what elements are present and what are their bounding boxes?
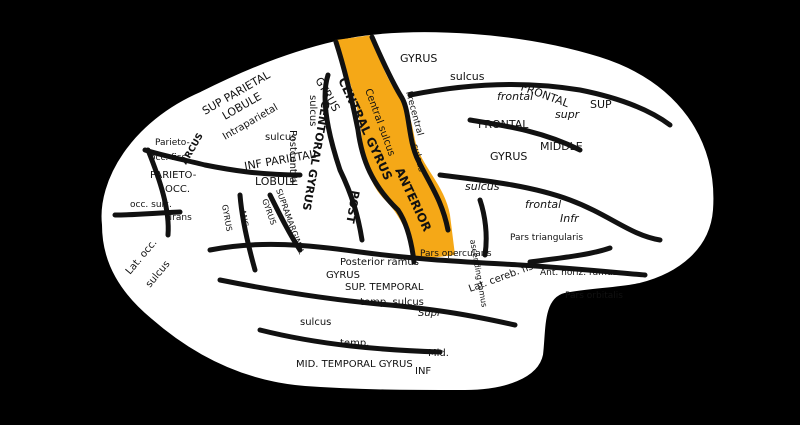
supramarginal-line xyxy=(267,192,303,253)
label-occ-sulc: occ. sulc. xyxy=(130,200,172,210)
label-parieto-occ: PARIETO- xyxy=(150,170,197,181)
label-occ-fiss: occ. fiss. xyxy=(150,153,189,163)
precentral-gyrus-highlight xyxy=(336,35,455,260)
precentral-boundary-line xyxy=(333,39,417,265)
middle-temporal-sulcus-line xyxy=(257,327,443,355)
ascending-ramus-line xyxy=(477,197,489,258)
lateral-fissure-line xyxy=(207,241,648,278)
angular-line xyxy=(237,192,258,273)
parieto-occipital-line xyxy=(145,147,171,238)
label-middle: MIDDLE xyxy=(540,140,583,153)
horizontal-ramus-line xyxy=(527,245,613,265)
label-sulcus-upper: sulcus xyxy=(450,70,485,83)
label-frontal-inf: frontal xyxy=(525,198,561,211)
sulci-lines xyxy=(112,34,673,355)
label-lobule-inf: LOBULE xyxy=(255,175,298,188)
postcentral-sulcus-line xyxy=(322,72,365,243)
middle-frontal-line xyxy=(467,117,583,153)
label-supr-right: supr xyxy=(555,108,581,121)
label-sulcus-ip: sulcus xyxy=(265,132,296,143)
label-pars-opercularis: Pars opercularis xyxy=(420,249,492,259)
label-sup-temporal: SUP. TEMPORAL xyxy=(345,282,424,293)
intraparietal-sulcus-line xyxy=(142,147,303,178)
label-sup-right: SUP xyxy=(590,98,612,111)
central-sulcus-line xyxy=(369,34,451,233)
label-frontal-mid: FRONTAL xyxy=(478,118,529,131)
label-ant-horiz-ramus: Ant. horiz. ramus xyxy=(540,268,618,278)
superior-frontal-sulcus-line xyxy=(407,82,673,128)
label-sulcus-post: sulcus xyxy=(307,95,318,126)
label-pars-triangularis: Pars triangularis xyxy=(510,233,583,243)
inferior-frontal-sulcus-line xyxy=(437,172,663,243)
label-infr: Infr xyxy=(560,212,580,225)
label-gyrus-temp: GYRUS xyxy=(326,270,360,281)
label-frontal-lower: frontal xyxy=(497,90,533,103)
label-sulcus-mid-temp: sulcus xyxy=(300,317,331,328)
transverse-occipital-line xyxy=(112,209,183,218)
label-ang: ANG. xyxy=(238,209,250,230)
label-post: POST xyxy=(343,189,362,224)
label-inf: INF xyxy=(415,366,431,377)
label-parieto: Parieto- xyxy=(155,138,190,148)
label-supr-temp: Supr xyxy=(418,308,442,319)
label-pars-orbitalis: Pars orbitalis xyxy=(565,291,623,301)
label-temp-sulcus: temp. sulcus xyxy=(360,297,424,308)
label-occ: OCC. xyxy=(165,184,190,195)
superior-temporal-sulcus-line xyxy=(217,277,518,328)
label-gyrus-mid: GYRUS xyxy=(490,150,527,163)
label-posterior-ramus: Posterior ramus xyxy=(340,257,419,268)
label-temp-mid: temp. xyxy=(340,338,369,349)
label-gyrus-top: GYRUS xyxy=(400,52,437,65)
label-mid-temporal: MID. TEMPORAL GYRUS xyxy=(296,359,413,370)
label-mid: Mid. xyxy=(428,348,449,359)
label-postcentral: Postcentral xyxy=(287,130,298,186)
label-sulcus-mid: sulcus xyxy=(465,180,500,193)
label-trans: Trans xyxy=(167,213,192,223)
